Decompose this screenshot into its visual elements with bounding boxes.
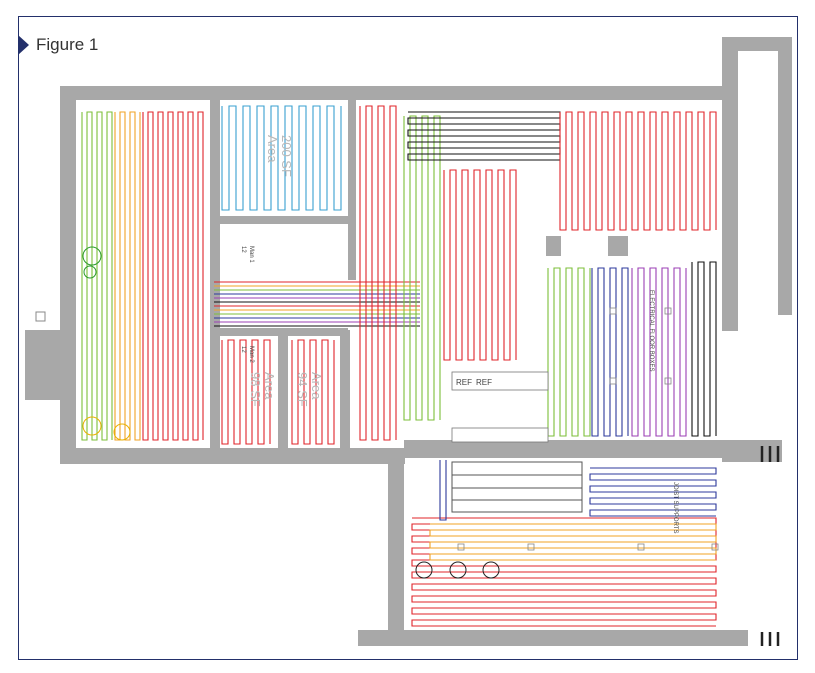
loop-purple-right: [631, 267, 687, 437]
wall-far-right: [778, 37, 792, 315]
wall-lower-left: [388, 448, 404, 643]
radiant-loops: [81, 105, 717, 627]
loop-red-room-98: [221, 339, 271, 445]
wall-top: [60, 86, 738, 100]
equipment-circles-icon: [82, 246, 131, 441]
wall-corner-vertical: [722, 37, 738, 97]
room-label-200: Area 200 SF: [265, 135, 294, 177]
wall-partition-b: [218, 216, 348, 224]
manifold-2-label: Man 2 12: [240, 346, 254, 363]
svg-text:Man 2: Man 2: [248, 346, 254, 363]
loop-green-center: [403, 115, 441, 421]
vent-marks-icon: [760, 446, 780, 646]
wall-left: [60, 86, 76, 464]
stair: [451, 461, 583, 513]
wall-right-upper: [722, 86, 738, 331]
wall-partition-f: [340, 330, 350, 448]
svg-text:200 SF: 200 SF: [279, 135, 294, 177]
figure-title: Figure 1: [36, 35, 99, 54]
loop-red-right: [559, 111, 717, 231]
loop-red-left: [142, 111, 204, 441]
wall-bottom: [358, 630, 748, 646]
wall-bottom-left: [60, 448, 405, 464]
svg-text:Man 1: Man 1: [248, 246, 254, 263]
wall-stair-top: [404, 440, 724, 458]
svg-text:JOIST SUPPORTS: JOIST SUPPORTS: [672, 482, 678, 533]
loop-blue-stair: [439, 460, 447, 521]
loop-blue-right: [591, 267, 629, 437]
wall-bump: [25, 330, 60, 400]
column-1: [608, 236, 628, 256]
electrical-boxes-note: ELECTRICAL FLOOR BOXES: [648, 290, 654, 371]
counter-lower: [451, 427, 549, 443]
loop-orange-lower: [429, 523, 717, 561]
wall-corner-top: [722, 37, 792, 51]
svg-text:12: 12: [240, 246, 246, 253]
drain-circles-icon: [415, 561, 500, 579]
appliance-counter: [451, 371, 549, 391]
floor-box-icons: [457, 307, 719, 551]
loop-green-right: [547, 267, 591, 437]
loop-red-mid: [443, 169, 517, 361]
wall-partition-a: [210, 100, 220, 448]
wall-partition-c: [348, 100, 356, 280]
figure-marker-icon: [18, 35, 29, 55]
svg-text:94 SF: 94 SF: [295, 372, 310, 407]
figure-frame: [18, 16, 798, 660]
joist-note: JOIST SUPPORTS: [672, 482, 678, 533]
loop-black-top: [407, 111, 561, 161]
svg-text:Area: Area: [262, 372, 277, 400]
svg-text:12: 12: [240, 346, 246, 353]
wall-right-lower: [722, 440, 782, 462]
loop-orange-left: [114, 111, 141, 441]
loop-black-right: [691, 261, 717, 437]
loop-green-left: [81, 111, 113, 441]
svg-text:ELECTRICAL FLOOR BOXES: ELECTRICAL FLOOR BOXES: [648, 290, 654, 371]
column-2: [546, 236, 561, 256]
loop-red-lower: [411, 517, 717, 627]
wall-partition-e: [278, 330, 288, 448]
walls: [25, 37, 792, 646]
loop-red-center: [359, 105, 397, 441]
outlet-icon: [35, 311, 46, 322]
room-label-94: Area 94 SF: [295, 372, 324, 407]
svg-text:98 SF: 98 SF: [248, 372, 263, 407]
loop-red-room-94: [291, 339, 335, 445]
loop-blue-room: [221, 105, 342, 211]
svg-text:Area: Area: [265, 135, 280, 163]
room-label-98: Area 98 SF: [248, 372, 277, 407]
appliance-label: REF: [476, 378, 492, 387]
manifold-1-label: Man 1 12: [240, 246, 254, 263]
appliance-label: REF: [456, 378, 472, 387]
loop-blue-lower: [589, 467, 717, 517]
svg-text:Area: Area: [309, 372, 324, 400]
